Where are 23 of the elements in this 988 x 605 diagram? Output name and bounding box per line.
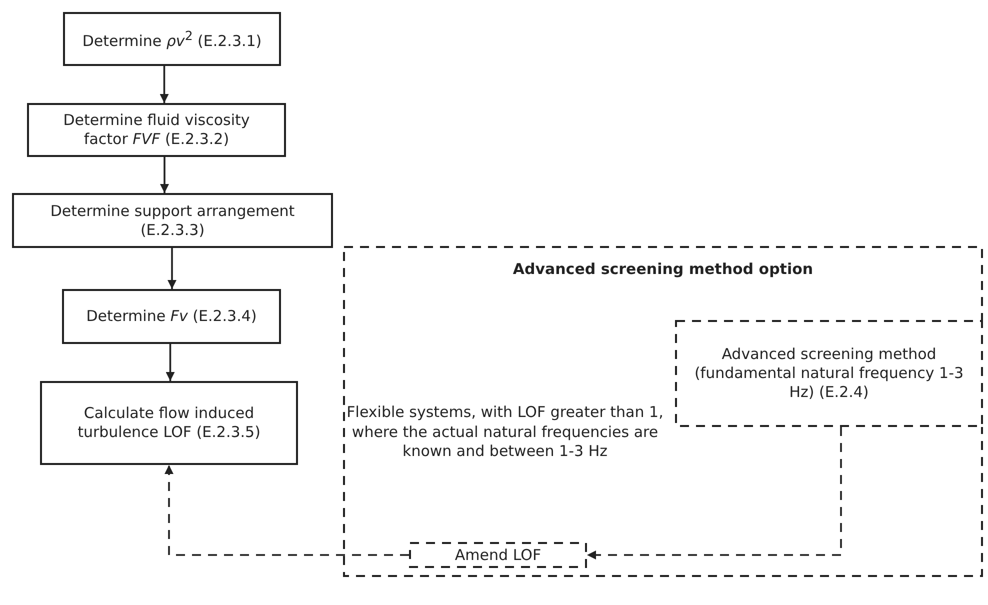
process-box — [409, 542, 587, 568]
note-text: Flexible systems, with LOF greater than 1, where the actual natural frequencies are known and between 1-3 Hz — [346, 403, 664, 462]
box-text: Advanced screening method (fundamental natural frequency 1-3 Hz) (E.2.4) — [693, 345, 965, 402]
process-box — [27, 103, 286, 157]
arrow — [168, 248, 176, 289]
box-text: Determine support arrangement (E.2.3.3) — [49, 202, 296, 240]
box-text: Determine Fv (E.2.3.4) — [85, 307, 258, 326]
box-text: Determine ρv$^{2}$ (E.2.3.1) — [81, 28, 263, 50]
arrow — [587, 427, 842, 560]
process-box — [12, 193, 333, 248]
box-text: Calculate flow induced turbulence LOF (E.2.3.5) — [76, 404, 262, 442]
box-text: Determine fluid viscosity factor FVF (E.2.3.2) — [62, 111, 251, 149]
arrow — [166, 344, 175, 381]
process-box — [63, 12, 281, 66]
box-text: Amend LOF — [454, 546, 542, 564]
arrow — [160, 66, 169, 103]
arrow — [164, 465, 409, 556]
arrow — [160, 157, 169, 193]
group-heading: Advanced screening method option — [512, 260, 814, 279]
process-box — [675, 320, 983, 427]
process-box — [40, 381, 298, 465]
group-region — [343, 246, 983, 577]
process-box — [62, 289, 281, 344]
